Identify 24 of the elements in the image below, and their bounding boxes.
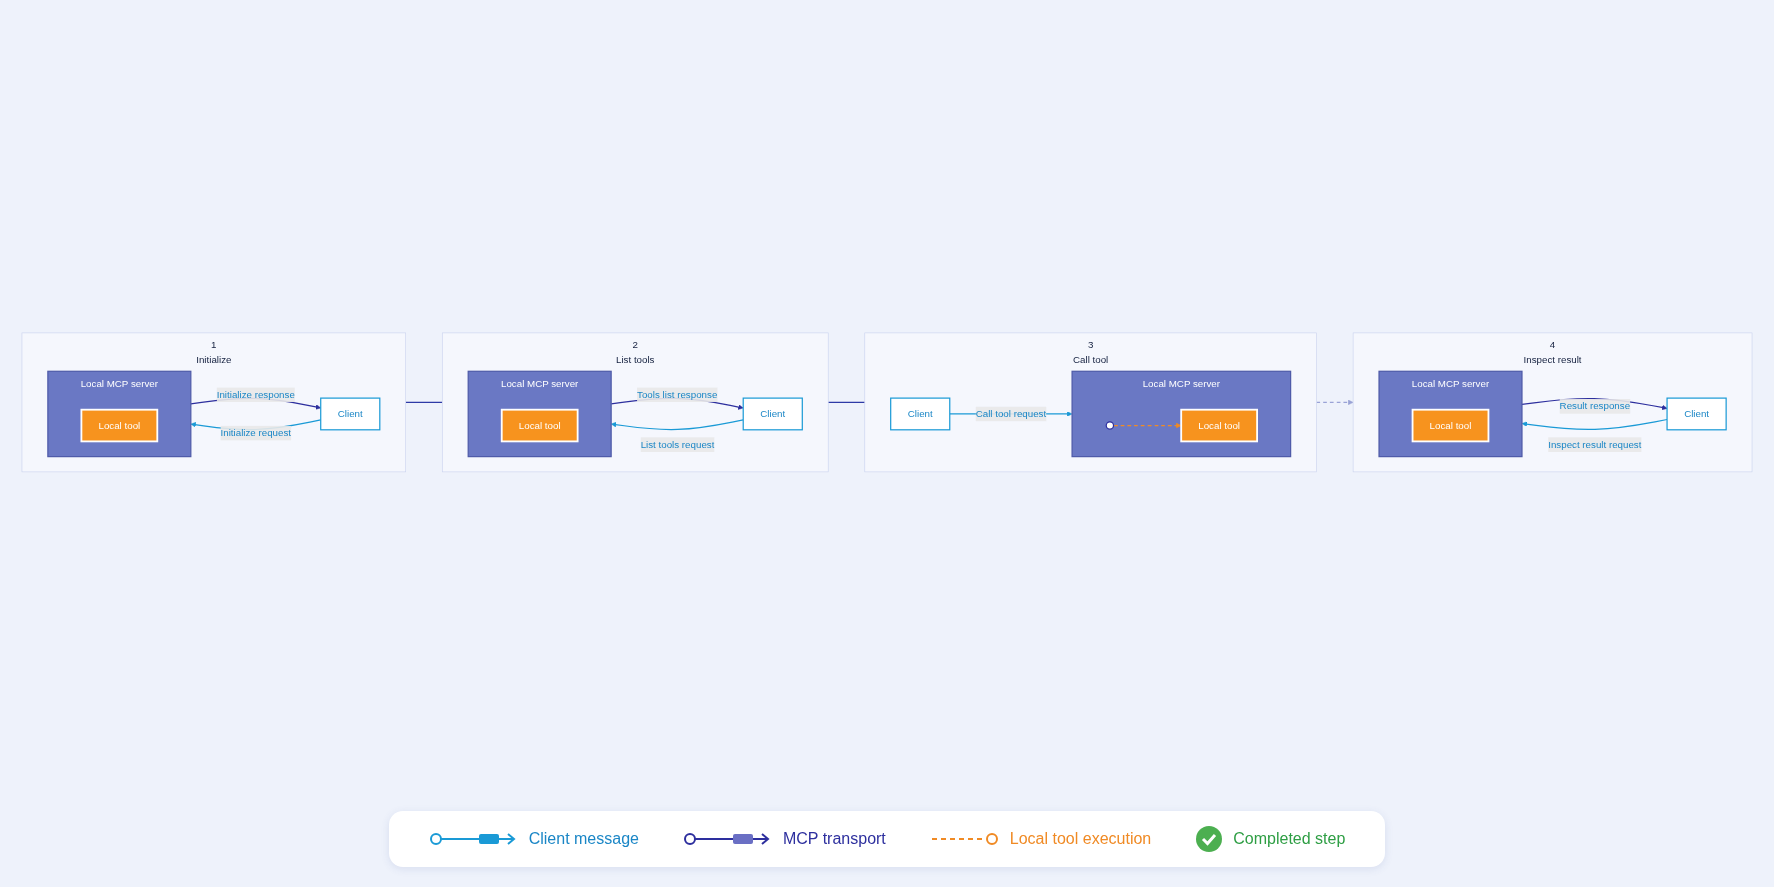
node-box: Local tool [1180,408,1258,443]
node-box: Client [742,397,803,431]
edge-label: Call tool request [975,408,1047,419]
edge-label: Result response [1559,401,1631,412]
legend-label: MCP transport [782,830,886,848]
legend-label: Local tool execution [1009,830,1152,848]
edge-label: List tools request [640,439,715,450]
edge-label: Tools list response [637,389,718,400]
arrow [1113,423,1182,429]
node-box: Local tool [80,408,159,443]
edge-label: Initialize response [216,389,295,400]
node-box: Client [320,397,381,431]
legend-label: Client message [528,830,639,848]
connector [405,401,443,404]
arrow [1315,399,1354,406]
edge-label: Inspect result request [1548,439,1642,450]
arrow [1521,419,1668,431]
edge-label: Initialize request [220,427,292,439]
legend-label: Completed step [1233,830,1346,848]
node-box: Local tool [500,408,579,443]
node-box: Client [1666,397,1727,431]
node-box: Local tool [1411,408,1490,443]
connector [827,401,866,404]
node-box: Client [890,397,951,431]
